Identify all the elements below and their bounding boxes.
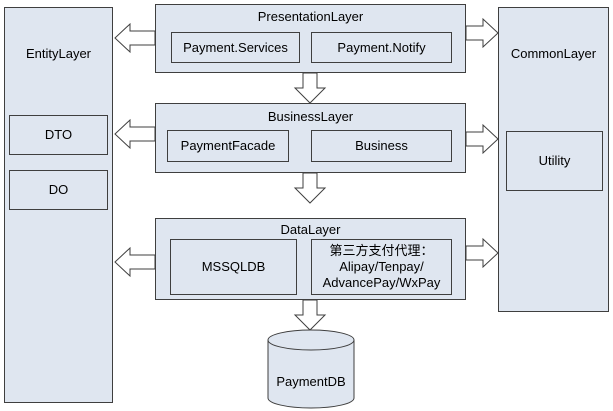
entity-item-dto: DTO (9, 115, 108, 155)
arrow-presentation-to-business (293, 72, 327, 104)
arrow-presentation-to-common (465, 17, 499, 49)
arrow-data-to-common (465, 237, 499, 269)
common-layer-title: CommonLayer (510, 46, 597, 61)
arrow-presentation-to-entity (114, 22, 156, 54)
data-item-mssqldb: MSSQLDB (170, 239, 297, 295)
data-layer-title: DataLayer (280, 222, 341, 237)
arrow-data-to-entity (114, 246, 156, 278)
arrow-business-to-common (465, 123, 499, 155)
entity-layer-title: EntityLayer (25, 46, 92, 61)
common-layer: CommonLayer Utility (498, 7, 609, 312)
common-item-utility: Utility (506, 131, 603, 191)
database-cylinder (267, 329, 355, 409)
arrow-business-to-data (293, 172, 327, 204)
arrow-business-to-entity (114, 118, 156, 150)
presentation-item-services: Payment.Services (171, 32, 300, 63)
business-layer-title: BusinessLayer (267, 109, 354, 124)
database-label: PaymentDB (276, 374, 346, 389)
arrow-data-to-database (293, 299, 327, 331)
presentation-layer: PresentationLayer Payment.Services Payme… (155, 4, 466, 73)
data-item-third-party: 第三方支付代理： Alipay/Tenpay/ AdvancePay/WxPay (311, 239, 452, 295)
entity-layer: EntityLayer DTO DO (4, 7, 113, 403)
business-item-business: Business (311, 130, 452, 162)
business-layer: BusinessLayer PaymentFacade Business (155, 103, 466, 173)
data-layer: DataLayer MSSQLDB 第三方支付代理： Alipay/Tenpay… (155, 218, 466, 300)
presentation-layer-title: PresentationLayer (257, 9, 364, 24)
presentation-item-notify: Payment.Notify (311, 32, 452, 63)
entity-item-do: DO (9, 170, 108, 210)
business-item-facade: PaymentFacade (167, 130, 289, 162)
